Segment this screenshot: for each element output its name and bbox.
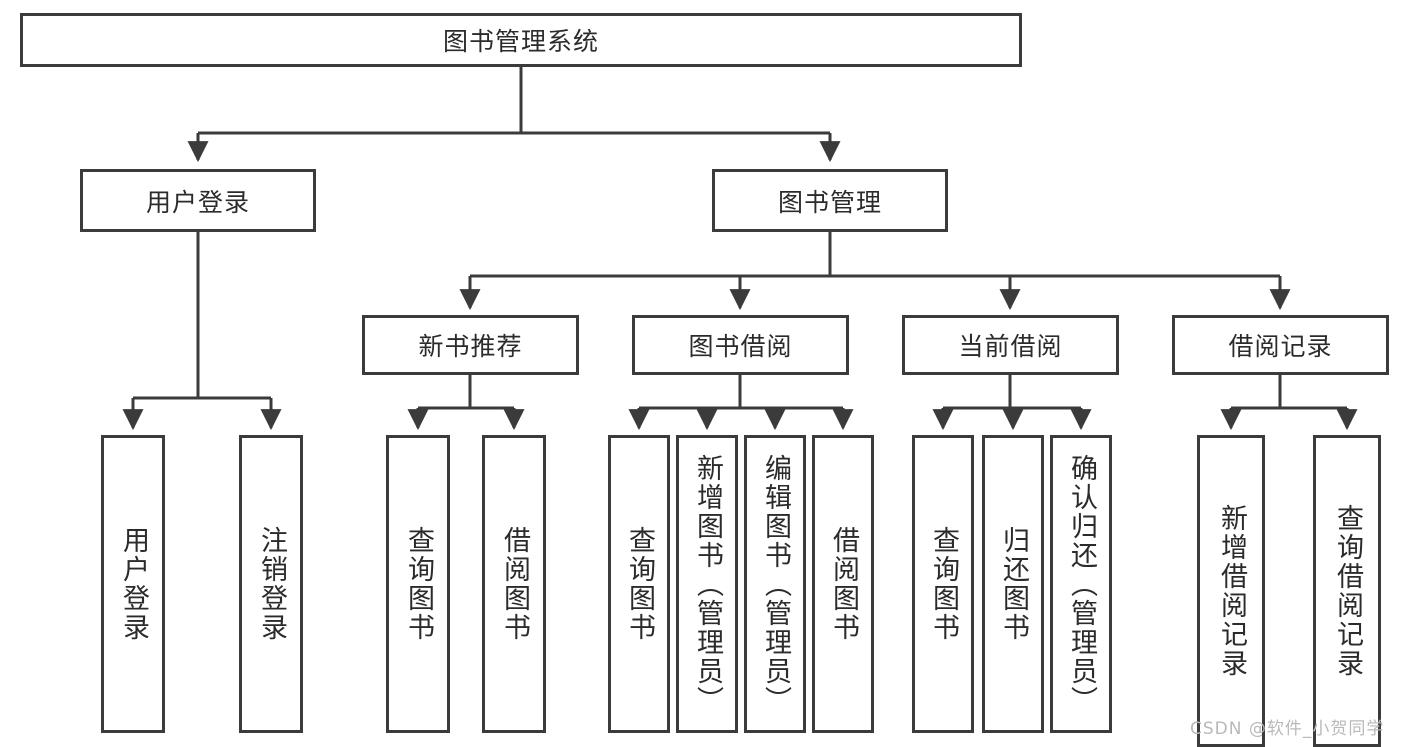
- node-level2-0[interactable]: 用户登录: [80, 169, 316, 232]
- node-level2-1[interactable]: 图书管理: [712, 169, 948, 232]
- node-leaf-11[interactable]: 新增借阅记录: [1197, 435, 1265, 747]
- node-leaf-8[interactable]: 查询图书: [912, 435, 974, 733]
- node-leaf-12[interactable]: 查询借阅记录: [1313, 435, 1381, 747]
- node-leaf-10[interactable]: 确认归还（管理员）: [1050, 435, 1112, 733]
- node-leaf-9[interactable]: 归还图书: [982, 435, 1044, 733]
- node-leaf-1[interactable]: 注销登录: [239, 435, 303, 733]
- node-leaf-0[interactable]: 用户登录: [101, 435, 165, 733]
- node-leaf-7[interactable]: 借阅图书: [812, 435, 874, 733]
- node-leaf-4[interactable]: 查询图书: [608, 435, 670, 733]
- node-level3-2[interactable]: 当前借阅: [902, 315, 1119, 375]
- watermark: CSDN @软件_小贺同学: [1190, 719, 1385, 739]
- node-leaf-3[interactable]: 借阅图书: [482, 435, 546, 733]
- node-level3-1[interactable]: 图书借阅: [632, 315, 849, 375]
- node-level3-0[interactable]: 新书推荐: [362, 315, 579, 375]
- node-root[interactable]: 图书管理系统: [20, 13, 1022, 67]
- node-leaf-2[interactable]: 查询图书: [386, 435, 450, 733]
- node-leaf-6[interactable]: 编辑图书（管理员）: [744, 435, 806, 733]
- node-level3-3[interactable]: 借阅记录: [1172, 315, 1389, 375]
- node-leaf-5[interactable]: 新增图书（管理员）: [676, 435, 738, 733]
